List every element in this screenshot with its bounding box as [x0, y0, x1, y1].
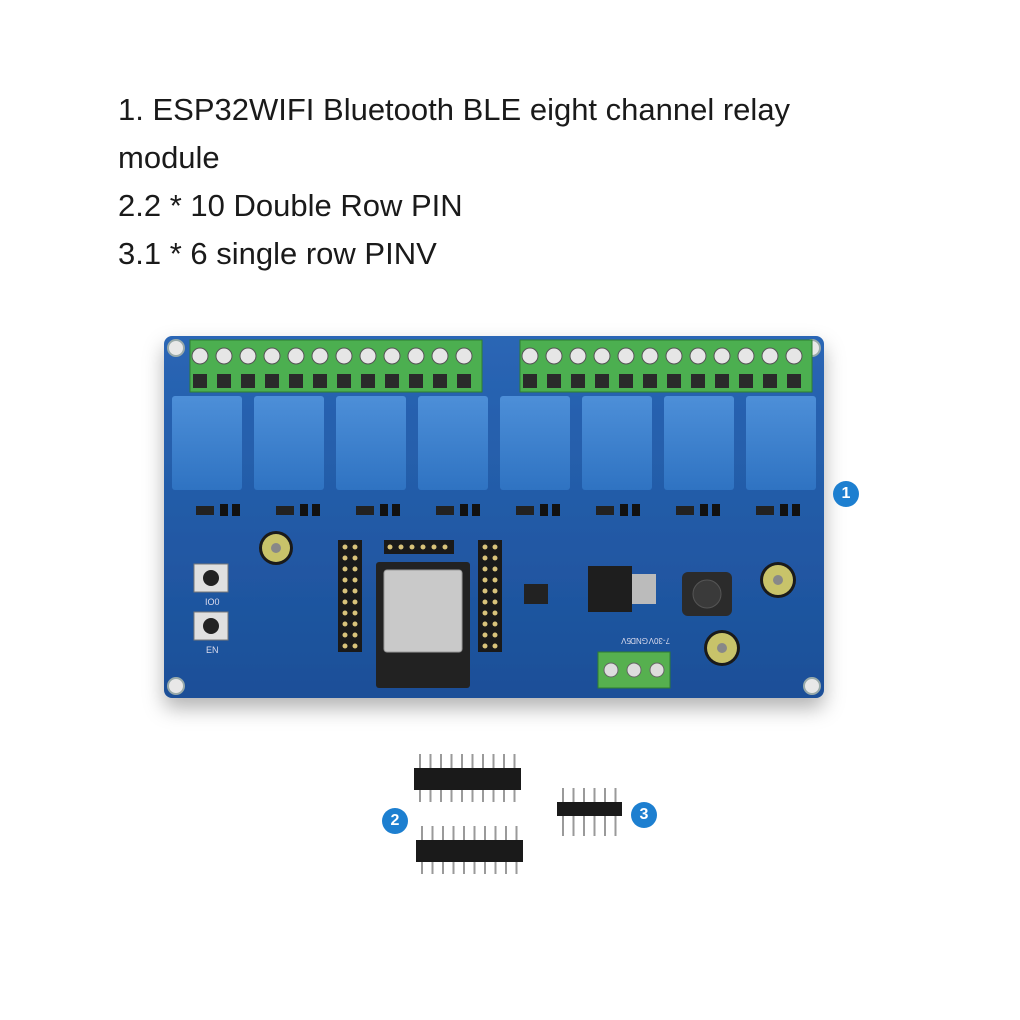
- terminal-screw: [191, 347, 209, 365]
- io0-label: IO0: [205, 597, 220, 607]
- terminal-screw: [335, 347, 353, 365]
- header-socket: [338, 540, 362, 652]
- transistor: [700, 504, 708, 516]
- led-indicator: [356, 506, 374, 515]
- mounting-hole: [167, 677, 185, 695]
- transistor: [232, 504, 240, 516]
- terminal-screw: [407, 347, 425, 365]
- relay: [254, 396, 324, 490]
- terminal-screw: [455, 347, 473, 365]
- voltage-regulator-icon: [524, 566, 656, 612]
- terminal-screw: [737, 347, 755, 365]
- double-row-pin-header: [414, 754, 521, 802]
- header-socket: [384, 540, 454, 554]
- terminal-screw: [545, 347, 563, 365]
- led-indicator: [676, 506, 694, 515]
- mounting-hole: [803, 677, 821, 695]
- terminal-screw: [713, 347, 731, 365]
- transistor: [780, 504, 788, 516]
- terminal-screw: [569, 347, 587, 365]
- relay-module-board: IO0 EN: [164, 336, 824, 698]
- led-indicator: [516, 506, 534, 515]
- terminal-screw: [431, 347, 449, 365]
- terminal-screw: [239, 347, 257, 365]
- relay: [500, 396, 570, 490]
- relay: [746, 396, 816, 490]
- transistor: [792, 504, 800, 516]
- callout-badge-1: 1: [833, 481, 859, 507]
- terminal-screw: [287, 347, 305, 365]
- led-indicator: [596, 506, 614, 515]
- transistor: [552, 504, 560, 516]
- led-indicator: [756, 506, 774, 515]
- transistor-row: [196, 504, 800, 516]
- en-button[interactable]: [193, 611, 229, 641]
- callout-badge-2: 2: [382, 808, 408, 834]
- terminal-screw: [665, 347, 683, 365]
- esp32-module: [376, 562, 470, 688]
- relay: [172, 396, 242, 490]
- terminal-screw: [641, 347, 659, 365]
- capacitor-icon: [704, 630, 740, 666]
- terminal-screw: [785, 347, 803, 365]
- terminal-screw: [263, 347, 281, 365]
- transistor: [380, 504, 388, 516]
- transistor: [312, 504, 320, 516]
- caption-line-4: 3.1 * 6 single row PINV: [118, 236, 437, 271]
- capacitor-icon: [760, 562, 796, 598]
- inductor-icon: [682, 572, 732, 616]
- caption-line-1: 1. ESP32WIFI Bluetooth BLE eight channel…: [118, 92, 791, 127]
- transistor: [472, 504, 480, 516]
- power-label-gnd: GND: [630, 636, 648, 645]
- led-indicator: [436, 506, 454, 515]
- caption-line-2: module: [118, 140, 220, 175]
- transistor: [632, 504, 640, 516]
- led-indicator: [196, 506, 214, 515]
- transistor: [460, 504, 468, 516]
- terminal-screw: [383, 347, 401, 365]
- double-row-pin-header: [416, 826, 523, 874]
- transistor: [220, 504, 228, 516]
- transistor: [540, 504, 548, 516]
- relay: [664, 396, 734, 490]
- header-socket: [478, 540, 502, 652]
- callout-badge-3: 3: [631, 802, 657, 828]
- caption-line-3: 2.2 * 10 Double Row PIN: [118, 188, 463, 223]
- terminal-screw: [689, 347, 707, 365]
- terminal-screw: [761, 347, 779, 365]
- power-terminal: [597, 651, 671, 689]
- single-row-pin-header: [557, 788, 622, 836]
- transistor: [712, 504, 720, 516]
- transistor: [300, 504, 308, 516]
- relay-row: [172, 396, 816, 490]
- terminal-screw: [311, 347, 329, 365]
- screw-terminal-block-right: [519, 339, 813, 393]
- esp32-header-sockets: [338, 540, 502, 652]
- screw-terminal-block-left: [189, 339, 483, 393]
- relay: [418, 396, 488, 490]
- en-label: EN: [206, 645, 219, 655]
- terminal-screw: [593, 347, 611, 365]
- terminal-screw: [359, 347, 377, 365]
- product-caption: 1. ESP32WIFI Bluetooth BLE eight channel…: [118, 86, 918, 278]
- terminal-screw: [521, 347, 539, 365]
- terminal-screw: [617, 347, 635, 365]
- capacitor-icon: [259, 531, 293, 565]
- io0-button[interactable]: [193, 563, 229, 593]
- led-indicator: [276, 506, 294, 515]
- mounting-hole: [167, 339, 185, 357]
- power-label-vin: 7-30V: [648, 636, 670, 645]
- terminal-screw: [215, 347, 233, 365]
- relay: [582, 396, 652, 490]
- transistor: [392, 504, 400, 516]
- power-label-5v: 5V: [621, 636, 631, 645]
- relay: [336, 396, 406, 490]
- transistor: [620, 504, 628, 516]
